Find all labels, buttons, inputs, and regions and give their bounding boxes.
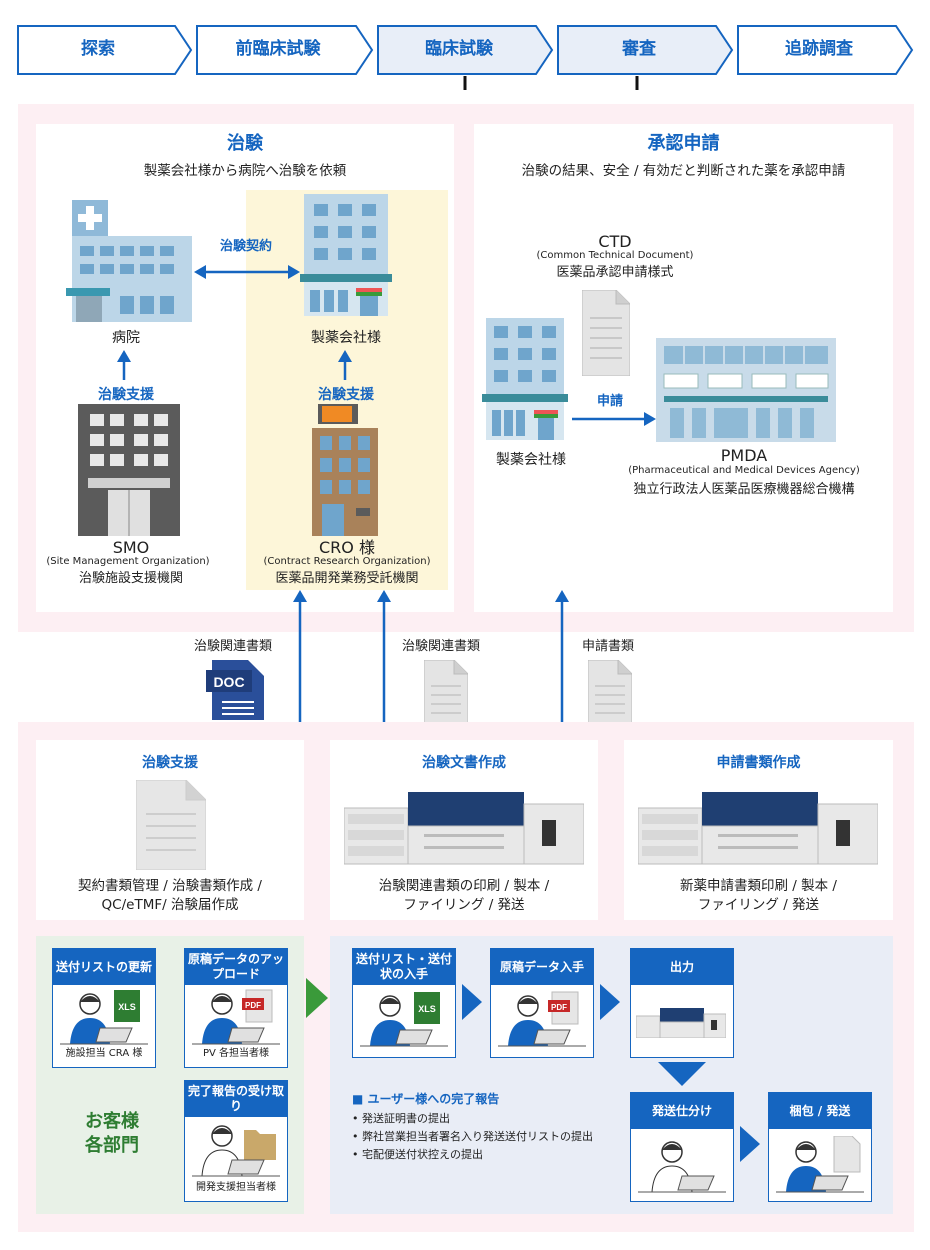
- approval-title: 承認申請: [647, 133, 720, 154]
- doc-icon-text: DOC: [213, 674, 244, 690]
- support-label-left: 治験支援: [98, 387, 154, 403]
- vendor-printer-icon: [636, 1008, 726, 1038]
- pmda-full: (Pharmaceutical and Medical Devices Agen…: [628, 465, 860, 476]
- service-desc-1a: 契約書類管理 / 治験書類作成 /: [78, 878, 262, 894]
- clinical-title: 治験: [227, 133, 263, 154]
- cro-full: (Contract Research Organization): [263, 556, 431, 567]
- doc-label-2: 治験関連書類: [402, 639, 481, 654]
- xls-icon-text-1: XLS: [118, 1002, 136, 1012]
- service-desc-3a: 新薬申請書類印刷 / 製本 /: [680, 878, 837, 894]
- pharma-label-left: 製薬会社様: [311, 330, 381, 346]
- cro-ja: 医薬品開発業務受託機関: [275, 571, 419, 586]
- service-title-3: 申請書類作成: [716, 755, 801, 771]
- smo-full: (Site Management Organization): [46, 556, 210, 567]
- vendor-task-5-badge: 梱包 / 発送: [769, 1093, 871, 1129]
- service-desc-3b: ファイリング / 発送: [697, 897, 820, 913]
- customer-task-1-badge: 送付リストの更新: [53, 949, 155, 985]
- doc-label-3: 申請書類: [582, 639, 635, 654]
- vendor-task-4-badge: 発送仕分け: [631, 1093, 733, 1129]
- support-arrow-left: [117, 350, 131, 380]
- pmda-abbr: PMDA: [720, 446, 768, 465]
- step-clinical: 臨床試験: [425, 39, 493, 59]
- process-steps: [17, 25, 914, 90]
- hospital-icon: [66, 200, 192, 322]
- report-title: ■ ユーザー様への完了報告: [352, 1092, 500, 1106]
- apply-arrow: [572, 412, 656, 426]
- smo-abbr: SMO: [112, 538, 150, 557]
- report-item-1: 発送証明書の提出: [352, 1110, 604, 1128]
- doc-paper-icon-2: [424, 660, 468, 724]
- vendor-person-xls-icon: XLS: [360, 992, 448, 1047]
- vendor-task-2-badge: 原稿データ入手: [491, 949, 593, 985]
- step-review: 審査: [622, 39, 656, 59]
- support-label-right: 治験支援: [318, 387, 374, 403]
- clinical-subtitle: 製薬会社様から病院へ治験を依頼: [143, 163, 347, 179]
- doc-label-1: 治験関連書類: [194, 639, 273, 654]
- apply-label: 申請: [596, 394, 623, 409]
- ctd-full: (Common Technical Document): [536, 250, 694, 261]
- pmda-building-icon: [656, 338, 836, 442]
- smo-ja: 治験施設支援機関: [78, 571, 183, 586]
- customer-task-1-person: 施設担当 CRA 様: [65, 1048, 143, 1059]
- doc-paper-icon-3: [588, 660, 632, 724]
- ctd-abbr: CTD: [598, 232, 632, 251]
- person-laptop-folder-icon: [192, 1125, 280, 1177]
- pharma-building-icon: [300, 194, 392, 316]
- vendor-arrow-1: [462, 984, 482, 1020]
- ctd-ja: 医薬品承認申請様式: [556, 265, 674, 280]
- contract-label: 治験契約: [219, 239, 272, 254]
- report-list: 発送証明書の提出 弊社営業担当者署名入り発送送付リストの提出 宅配便送付状控えの…: [352, 1110, 604, 1164]
- pdf-icon-text-2: PDF: [551, 1003, 567, 1012]
- vendor-person-sort-icon: [638, 1141, 726, 1193]
- pharma-building-right-icon: [482, 318, 568, 440]
- production-printer-icon-2: [638, 792, 878, 865]
- cro-building-icon: [312, 404, 378, 536]
- hospital-label: 病院: [112, 330, 140, 346]
- report-item-2: 弊社営業担当者署名入り発送送付リストの提出: [352, 1128, 604, 1146]
- support-document-icon: [136, 780, 206, 870]
- pdf-icon-text-1: PDF: [245, 1001, 261, 1010]
- service-title-2: 治験文書作成: [422, 755, 506, 771]
- step-followup: 追跡調査: [785, 39, 853, 59]
- vendor-task-1-badge: 送付リスト・送付状の入手: [353, 949, 455, 985]
- service-desc-2b: ファイリング / 発送: [403, 897, 525, 913]
- vendor-person-pdf-icon: PDF: [498, 991, 586, 1047]
- vendor-person-package-icon: [776, 1136, 864, 1193]
- person-laptop-pdf-icon: PDF: [192, 989, 280, 1045]
- approval-subtitle: 治験の結果、安全 / 有効だと判断された薬を承認申請: [521, 163, 846, 179]
- ctd-document-icon: [582, 290, 630, 376]
- customer-dept-label: お客様 各部門: [85, 1111, 139, 1156]
- service-desc-1b: QC/eTMF/ 治験届作成: [101, 897, 239, 913]
- step-explore: 探索: [81, 39, 115, 59]
- person-laptop-xls-icon: XLS: [60, 990, 148, 1045]
- customer-task-2-person: PV 各担当者様: [202, 1048, 270, 1059]
- report-item-3: 宅配便送付状控えの提出: [352, 1146, 604, 1164]
- customer-task-3-badge: 完了報告の受け取り: [185, 1081, 287, 1117]
- service-desc-2a: 治験関連書類の印刷 / 製本 /: [378, 878, 550, 894]
- customer-task-3-person: 開発支援担当者様: [196, 1182, 276, 1193]
- pharma-label-right: 製薬会社様: [496, 452, 566, 468]
- production-printer-icon-1: [344, 792, 584, 865]
- contract-arrow: [194, 265, 300, 279]
- green-arrow: [306, 978, 328, 1018]
- step-preclinical: 前臨床試験: [235, 39, 321, 59]
- vendor-arrow-2: [600, 984, 620, 1020]
- service-title-1: 治験支援: [142, 755, 198, 771]
- pmda-ja: 独立行政法人医薬品医療機器総合機構: [633, 482, 855, 497]
- customer-task-2-badge: 原稿データのアップロード: [185, 949, 287, 985]
- smo-building-icon: [78, 404, 180, 536]
- vendor-arrow-down: [658, 1062, 706, 1086]
- vendor-task-3-badge: 出力: [631, 949, 733, 985]
- support-arrow-right: [338, 350, 352, 380]
- vendor-arrow-3: [740, 1126, 760, 1162]
- doc-file-icon: DOC: [206, 660, 264, 720]
- cro-abbr: CRO 様: [319, 538, 375, 557]
- xls-icon-text-2: XLS: [418, 1004, 436, 1014]
